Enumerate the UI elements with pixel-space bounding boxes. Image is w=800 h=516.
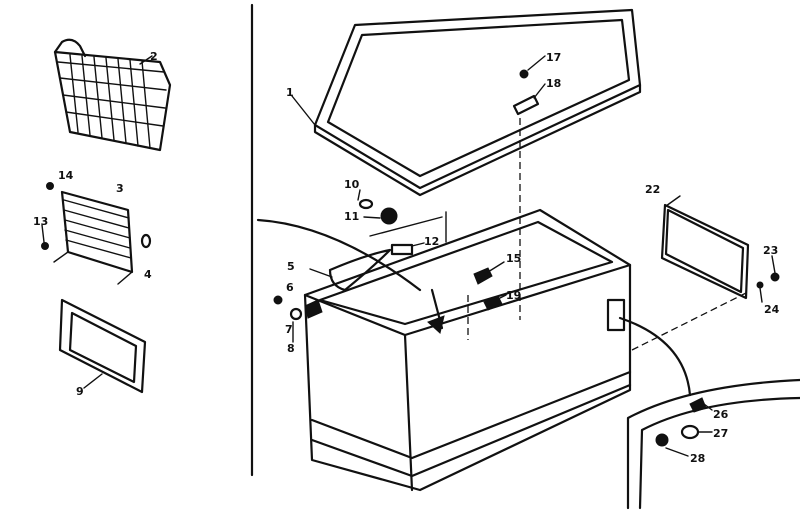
screw-6 xyxy=(273,295,283,305)
part-12 xyxy=(390,243,414,256)
label-28: 28 xyxy=(690,452,705,465)
knob-11 xyxy=(380,207,398,225)
label-13: 13 xyxy=(33,215,48,228)
label-1: 1 xyxy=(286,86,294,99)
part-28 xyxy=(655,433,669,447)
power-cord xyxy=(256,218,422,292)
label-15: 15 xyxy=(506,252,521,265)
screw-14 xyxy=(46,182,54,190)
divider-plate xyxy=(53,190,134,285)
part-8 xyxy=(304,299,323,319)
drain-frame xyxy=(58,298,147,394)
thermostat-wire xyxy=(618,316,692,397)
label-18: 18 xyxy=(546,77,561,90)
screw-17 xyxy=(519,69,529,79)
label-3: 3 xyxy=(116,182,124,195)
label-19: 19 xyxy=(506,289,521,302)
label-24: 24 xyxy=(764,303,780,316)
knob-27 xyxy=(680,424,700,440)
part-10 xyxy=(358,198,374,210)
label-22: 22 xyxy=(645,183,660,196)
label-23: 23 xyxy=(763,244,778,257)
label-7: 7 xyxy=(285,323,293,336)
panel-22 xyxy=(660,203,750,300)
label-12: 12 xyxy=(424,235,439,248)
screw-23 xyxy=(770,272,780,282)
label-17: 17 xyxy=(546,51,561,64)
part-7 xyxy=(289,307,303,321)
label-27: 27 xyxy=(713,427,728,440)
screw-24 xyxy=(756,281,764,289)
label-9: 9 xyxy=(76,385,84,398)
part-19 xyxy=(483,295,503,311)
label-4: 4 xyxy=(144,268,152,281)
label-8: 8 xyxy=(287,342,295,355)
part-26 xyxy=(689,397,707,413)
wire-basket xyxy=(53,38,172,152)
hinge-18 xyxy=(512,94,540,116)
label-14: 14 xyxy=(58,169,74,182)
screw-13 xyxy=(41,242,49,250)
thermostat-housing xyxy=(626,378,800,510)
label-26: 26 xyxy=(713,408,729,421)
label-6: 6 xyxy=(286,281,294,294)
chest-body xyxy=(303,208,632,492)
label-5: 5 xyxy=(287,260,295,273)
label-11: 11 xyxy=(344,210,359,223)
part-labels: 1 2 3 4 5 6 7 8 9 10 11 12 13 14 15 17 1… xyxy=(33,50,780,465)
clip-4 xyxy=(140,233,152,249)
label-2: 2 xyxy=(150,50,158,63)
lid xyxy=(313,8,642,197)
label-10: 10 xyxy=(344,178,360,191)
